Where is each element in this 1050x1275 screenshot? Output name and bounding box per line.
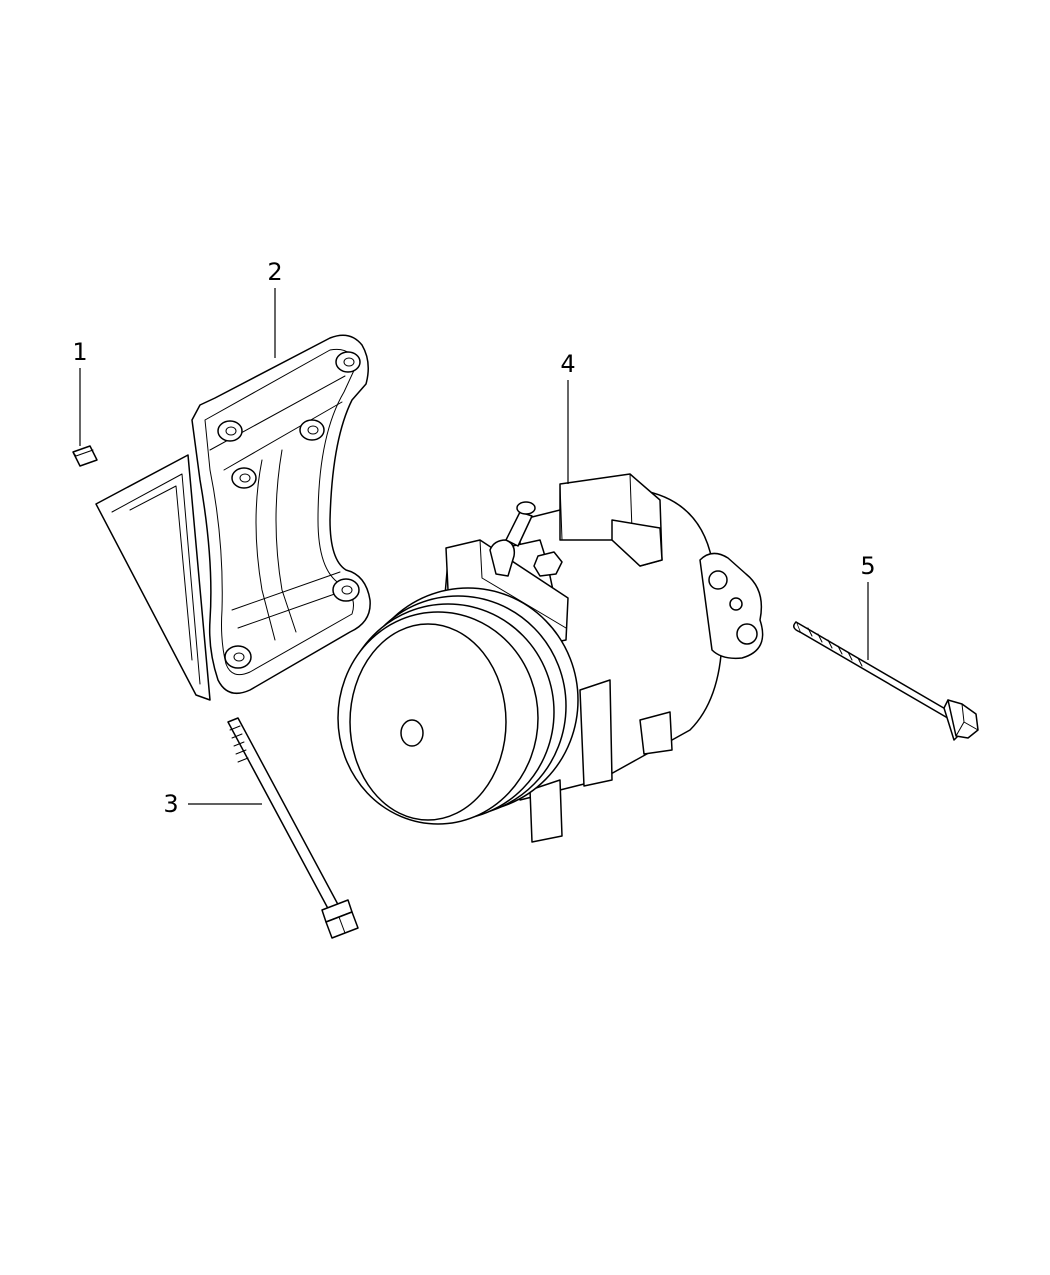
part-5-bolt [793,621,979,741]
callout-labels: 1 2 3 4 5 [72,258,875,818]
callout-5: 5 [860,552,875,580]
callout-3: 3 [163,790,178,818]
part-2-bracket [95,334,371,701]
part-3-bolt [227,717,359,939]
callout-2: 2 [267,258,282,286]
part-1-clip [72,445,98,467]
leader-lines [79,288,869,805]
callout-4: 4 [560,350,575,378]
callout-1: 1 [72,338,87,366]
part-4-compressor [337,473,764,843]
